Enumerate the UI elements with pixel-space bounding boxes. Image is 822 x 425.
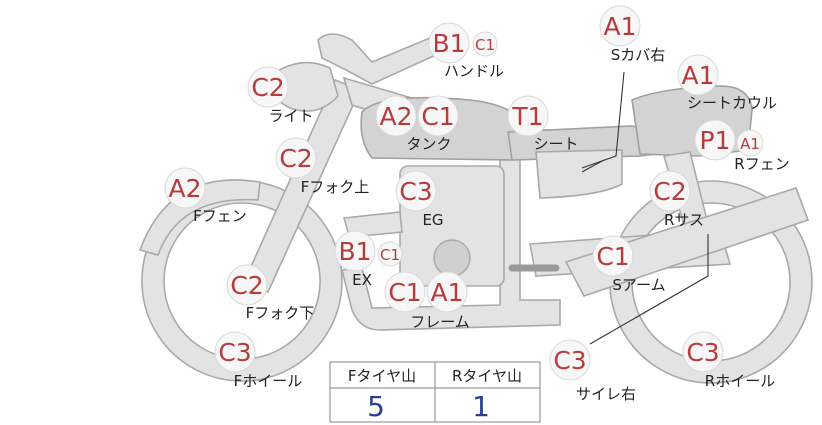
leader-seat — [581, 159, 605, 173]
part-badge-seat: T1 シート — [507, 95, 579, 153]
part-badge-rear-suspension: C2 Rサス — [649, 170, 704, 229]
leader-side-cover — [581, 71, 625, 169]
grade-front-wheel-1: C3 — [218, 338, 251, 367]
part-badge-handle: B1 C1 ハンドル — [428, 22, 504, 80]
part-badge-front-fork-upper: C2 Fフォク上 — [275, 137, 370, 196]
tread-header-front: Fタイヤ山 — [348, 367, 416, 385]
grade-seat-cowl-1: A1 — [681, 61, 714, 90]
label-front-fender: Fフェン — [193, 207, 247, 225]
label-side-cover-right: Sカバ右 — [611, 46, 666, 64]
label-frame: フレーム — [410, 313, 470, 331]
label-seat: シート — [533, 135, 578, 153]
part-badge-tank: A2 C1 タンク — [375, 95, 459, 153]
part-badge-frame: C1 A1 フレーム — [384, 271, 470, 331]
grade-rear-fender-2: A1 — [740, 135, 760, 153]
part-badge-side-cover-right: A1 Sカバ右 — [599, 5, 666, 64]
grade-tank-2: C1 — [421, 102, 454, 131]
label-rear-wheel: Rホイール — [705, 372, 775, 390]
part-badge-front-fender: A2 Fフェン — [164, 167, 247, 225]
tread-value-front: 5 — [367, 390, 385, 423]
leader-lines — [581, 71, 709, 345]
label-handle: ハンドル — [444, 62, 504, 80]
grade-rear-suspension-1: C2 — [653, 177, 686, 206]
grade-handle-2: C1 — [475, 36, 495, 54]
grade-frame-2: A1 — [430, 278, 463, 307]
grade-frame-1: C1 — [388, 278, 421, 307]
tire-tread-table: Fタイヤ山 Rタイヤ山 5 1 — [329, 361, 541, 423]
part-badge-engine: C3 EG — [395, 170, 444, 229]
front-fender-shape — [138, 179, 261, 256]
part-badge-rear-wheel: C3 Rホイール — [682, 331, 775, 390]
label-silencer-right: サイレ右 — [576, 385, 636, 403]
label-exhaust: EX — [352, 271, 372, 289]
part-badge-front-wheel: C3 Fホイール — [214, 331, 303, 390]
grade-front-fork-lower-1: C2 — [230, 271, 263, 300]
grade-handle-1: B1 — [432, 29, 465, 58]
part-badge-rear-fender: P1 A1 Rフェン — [694, 119, 790, 173]
label-rear-suspension: Rサス — [664, 211, 704, 229]
part-badge-swing-arm: C1 Sアーム — [592, 235, 666, 294]
label-front-wheel: Fホイール — [234, 372, 303, 390]
label-rear-fender: Rフェン — [734, 155, 789, 173]
engine-case-shape — [433, 239, 471, 277]
part-badge-light: C2 ライト — [247, 66, 314, 125]
part-badge-silencer-right: C3 サイレ右 — [549, 339, 636, 403]
part-badges: B1 C1 ハンドル A1 Sカバ右 C2 ライト A1 シートカウル A2 C… — [164, 5, 790, 403]
grade-light-1: C2 — [251, 73, 284, 102]
label-front-fork-lower: Fフォク下 — [246, 304, 315, 322]
grade-swing-arm-1: C1 — [596, 242, 629, 271]
label-tank: タンク — [406, 135, 451, 153]
tread-value-rear: 1 — [472, 390, 490, 423]
label-engine: EG — [422, 211, 443, 229]
label-front-fork-upper: Fフォク上 — [301, 178, 370, 196]
grade-rear-wheel-1: C3 — [686, 338, 719, 367]
grade-side-cover-1: A1 — [603, 12, 636, 41]
grade-front-fork-upper-1: C2 — [279, 144, 312, 173]
side-cover-shape — [535, 149, 623, 199]
grade-front-fender-1: A2 — [168, 174, 201, 203]
grade-rear-fender-1: P1 — [700, 126, 731, 155]
tread-header-rear: Rタイヤ山 — [452, 367, 522, 385]
part-badge-exhaust: B1 C1 EX — [334, 230, 403, 289]
grade-engine-1: C3 — [399, 177, 432, 206]
label-light: ライト — [268, 107, 313, 125]
grade-exhaust-2: C1 — [380, 246, 400, 264]
part-badge-seat-cowl: A1 シートカウル — [677, 54, 777, 112]
label-seat-cowl: シートカウル — [687, 94, 777, 112]
handlebar-shape — [317, 33, 440, 85]
leader-silencer — [589, 234, 709, 345]
grade-seat-1: T1 — [511, 102, 543, 131]
grade-silencer-right-1: C3 — [553, 346, 586, 375]
grade-tank-1: A2 — [379, 102, 412, 131]
grade-exhaust-1: B1 — [338, 237, 371, 266]
part-badge-front-fork-lower: C2 Fフォク下 — [226, 264, 315, 322]
label-swing-arm: Sアーム — [612, 276, 665, 294]
